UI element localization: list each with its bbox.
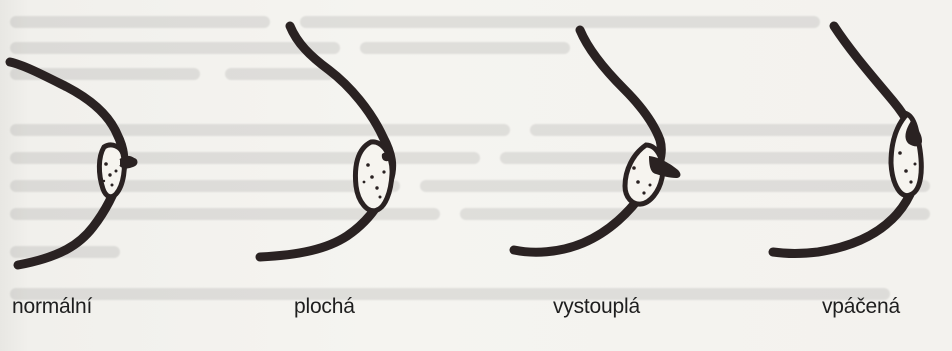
figure-protruding: vystouplá	[496, 0, 721, 351]
figure-normal: normální	[0, 0, 230, 351]
figure-flat-label: plochá	[294, 295, 355, 319]
figure-inverted: vpáčená	[765, 0, 952, 351]
figure-protruding-label: vystouplá	[553, 295, 640, 319]
figure-normal-label: normální	[12, 295, 92, 319]
figure-inverted-label: vpáčená	[822, 295, 900, 319]
figure-flat: plochá	[232, 0, 467, 351]
